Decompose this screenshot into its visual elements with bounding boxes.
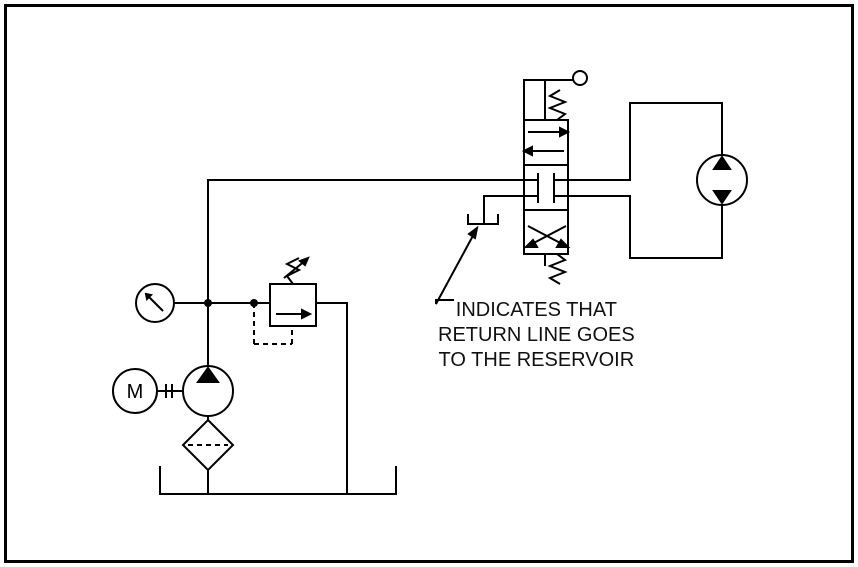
reservoir [159, 466, 397, 495]
annotation-line-3: TO THE RESERVOIR [438, 349, 635, 371]
filter-symbol [181, 418, 235, 494]
diagram-frame [4, 4, 854, 563]
relief-valve-symbol [253, 256, 348, 494]
return-line-annotation: INDICATES THAT RETURN LINE GOES TO THE R… [438, 298, 635, 373]
motor-label: M [127, 381, 144, 403]
annotation-leader [435, 225, 479, 305]
electric-motor-symbol: M [112, 368, 183, 414]
hydraulic-motor-symbol [696, 154, 748, 206]
directional-valve-symbol [521, 70, 588, 285]
return-line [467, 195, 524, 225]
annotation-line-1: INDICATES THAT [455, 299, 617, 321]
pressure-gauge-symbol [135, 283, 175, 323]
pump-symbol [182, 365, 234, 420]
actuator-lines [568, 102, 723, 259]
annotation-line-2: RETURN LINE GOES [438, 324, 635, 346]
